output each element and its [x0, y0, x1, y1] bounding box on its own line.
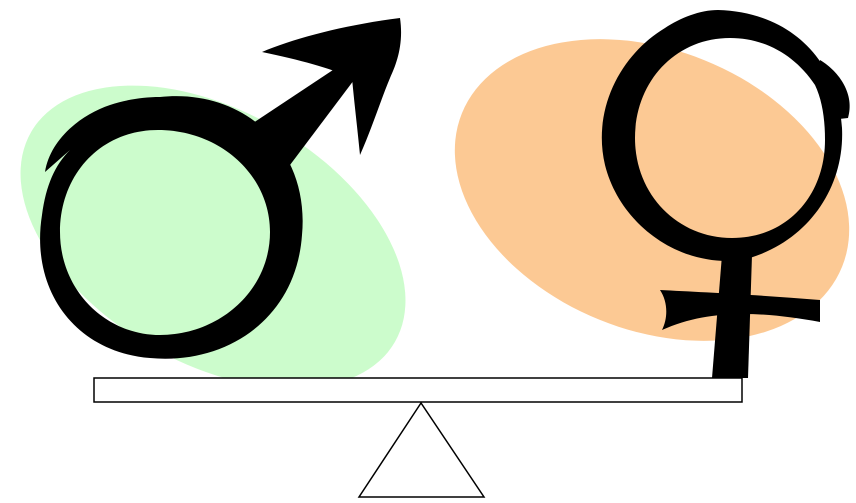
balance-beam	[94, 378, 742, 402]
balance-fulcrum	[359, 403, 484, 497]
